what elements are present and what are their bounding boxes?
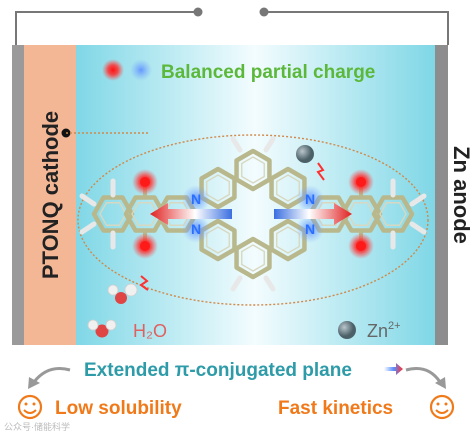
ring-inner-bond [241, 156, 265, 184]
fast-kinetics-label: Fast kinetics [278, 398, 393, 419]
zinc-symbol: Zn [367, 321, 388, 341]
nitrogen-atom-glow [182, 185, 210, 213]
anode-electrode: Zn anode [435, 45, 474, 345]
nitrogen-atom-glow [296, 215, 324, 243]
ring-inner-bond [131, 202, 159, 226]
ring-inner-bond [276, 174, 300, 202]
nitrogen-atom-glow [182, 215, 210, 243]
aromatic-ring [269, 166, 307, 210]
molecule-outline [77, 134, 429, 306]
nitrogen-atom-glow [296, 185, 324, 213]
hydrogen-bond-stub [79, 221, 97, 235]
lightning-icon [316, 162, 325, 181]
aromatic-ring [123, 195, 167, 233]
hydrogen-bond-stub [409, 193, 427, 207]
cathode-label: PTONQ cathode [38, 111, 63, 279]
negative-charge-dot [102, 59, 124, 81]
zinc-ion-icon [338, 321, 356, 339]
smiley-icon [17, 394, 43, 420]
hydrogen-bond-stub [230, 275, 243, 292]
anode-label: Zn anode [449, 146, 474, 244]
water-label: H₂O [133, 321, 167, 341]
oxygen-atom [356, 241, 366, 251]
charge-transfer-arrows [150, 203, 352, 225]
curved-arrow-icon [405, 367, 442, 383]
right-charge-arrow [274, 203, 352, 225]
watermark: 公众号·储能科学 [4, 421, 70, 432]
bottom-summary: Extended π-conjugated plane Low solubili… [4, 360, 455, 432]
curved-arrow-icon [435, 377, 446, 389]
nitrogen-atom-label: N [191, 191, 201, 207]
circuit-wire [15, 7, 449, 45]
hydrogen-bond-stub [263, 136, 276, 153]
lightning-icon [139, 275, 149, 291]
oxygen-atom [140, 241, 150, 251]
ring-inner-bond [206, 174, 230, 202]
balanced-charge-title: Balanced partial charge [161, 62, 375, 83]
smiley-icon [429, 394, 455, 420]
small-gradient-arrow [384, 363, 403, 375]
hydrogen-bond-stub [79, 193, 97, 207]
zinc-ion-near-molecule [296, 145, 325, 181]
electrolyte-region [75, 45, 435, 345]
wire-terminal-left [193, 7, 203, 17]
ring-inner-bond [99, 202, 127, 226]
ring-inner-bond [241, 244, 265, 272]
curved-arrow-icon [28, 377, 40, 389]
curved-arrow-icon [32, 367, 71, 383]
oxygen-atom [356, 177, 366, 187]
aromatic-ring [234, 148, 272, 192]
cathode-electrode: PTONQ cathode [12, 45, 76, 345]
aromatic-ring [91, 195, 135, 233]
left-charge-arrow [150, 203, 232, 225]
nitrogen-atom-label: N [305, 221, 315, 237]
oxygen-atom [140, 177, 150, 187]
hydrogen-bond-stub [409, 221, 427, 235]
water-molecule-icon [87, 319, 117, 338]
low-solubility-label: Low solubility [55, 398, 182, 419]
species-legend: H₂O Zn2+ [87, 319, 401, 341]
water-molecule-near-cathode [107, 275, 149, 304]
zinc-label: Zn2+ [367, 320, 401, 341]
nitrogen-atom-label: N [191, 221, 201, 237]
zinc-charge: 2+ [388, 320, 401, 332]
wire-terminal-right [259, 7, 269, 17]
zinc-ion-icon [296, 145, 314, 163]
ring-inner-bond [379, 202, 407, 226]
hydrogen-bond-stub [263, 275, 276, 292]
nitrogen-atom-label: N [305, 191, 315, 207]
extended-plane-title: Extended π-conjugated plane [84, 360, 352, 381]
hydrogen-bond-stub [230, 136, 243, 153]
partial-charge-legend: Balanced partial charge [102, 59, 375, 83]
callout-pointer [61, 128, 429, 306]
aromatic-ring [371, 195, 415, 233]
positive-charge-dot [130, 59, 152, 81]
